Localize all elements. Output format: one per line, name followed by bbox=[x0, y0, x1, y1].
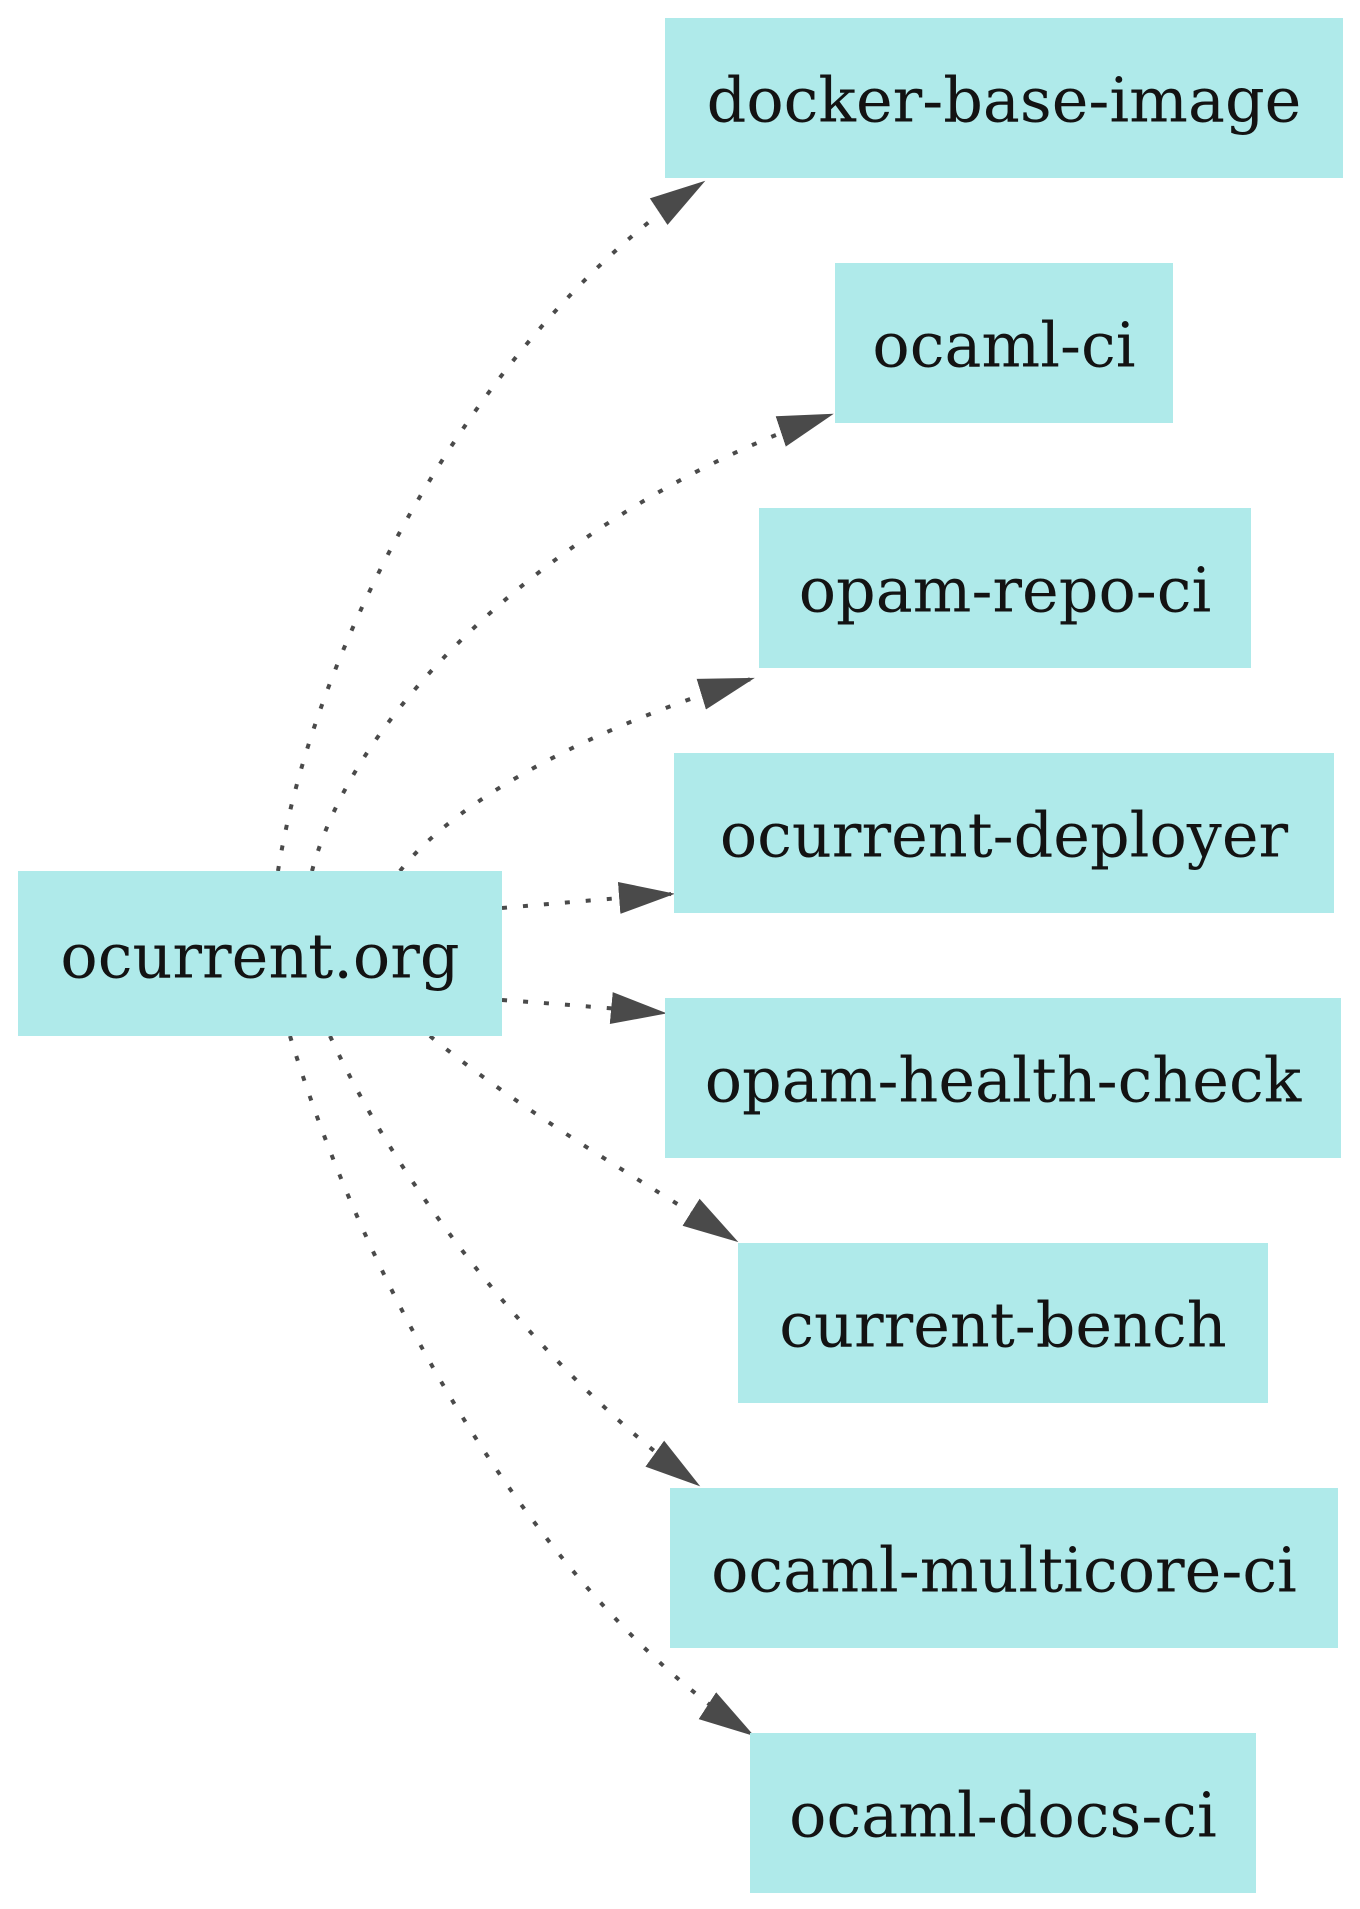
node-label: docker-base-image bbox=[707, 64, 1302, 137]
node-label: ocaml-ci bbox=[872, 309, 1135, 382]
node-box bbox=[738, 1243, 1268, 1403]
node-label: opam-repo-ci bbox=[799, 554, 1212, 627]
node-box bbox=[665, 998, 1341, 1158]
edge-ocurrent-org-to-ocaml-multicore-ci bbox=[328, 1035, 701, 1487]
node-label: ocurrent-deployer bbox=[720, 799, 1289, 872]
node-ocaml-multicore-ci: ocaml-multicore-ci bbox=[670, 1488, 1338, 1648]
nodes-layer: ocurrent.org docker-base-image ocaml-ci … bbox=[18, 18, 1343, 1893]
node-docker-base-image: docker-base-image bbox=[665, 18, 1343, 178]
node-box bbox=[18, 871, 502, 1036]
node-box bbox=[750, 1733, 1256, 1893]
node-label: ocaml-multicore-ci bbox=[711, 1534, 1297, 1607]
node-box bbox=[674, 753, 1334, 913]
node-label: ocurrent.org bbox=[60, 920, 459, 993]
node-label: opam-health-check bbox=[705, 1044, 1302, 1117]
node-ocurrent-org: ocurrent.org bbox=[18, 871, 502, 1036]
edge-ocurrent-org-to-docker-base-image bbox=[276, 180, 706, 872]
node-label: ocaml-docs-ci bbox=[789, 1779, 1217, 1852]
edge-ocurrent-org-to-opam-health-check bbox=[501, 992, 667, 1025]
edge-ocurrent-org-to-ocaml-ci bbox=[310, 413, 834, 872]
node-box bbox=[835, 263, 1173, 423]
node-ocaml-docs-ci: ocaml-docs-ci bbox=[750, 1733, 1256, 1893]
node-current-bench: current-bench bbox=[738, 1243, 1268, 1403]
edges-layer bbox=[276, 180, 834, 1737]
node-box bbox=[665, 18, 1343, 178]
node-ocaml-ci: ocaml-ci bbox=[835, 263, 1173, 423]
node-opam-health-check: opam-health-check bbox=[665, 998, 1341, 1158]
edge-ocurrent-org-to-ocurrent-deployer bbox=[501, 881, 675, 914]
node-box bbox=[759, 508, 1251, 668]
node-label: current-bench bbox=[779, 1289, 1226, 1362]
node-opam-repo-ci: opam-repo-ci bbox=[759, 508, 1251, 668]
node-ocurrent-deployer: ocurrent-deployer bbox=[674, 753, 1334, 913]
node-box bbox=[670, 1488, 1338, 1648]
